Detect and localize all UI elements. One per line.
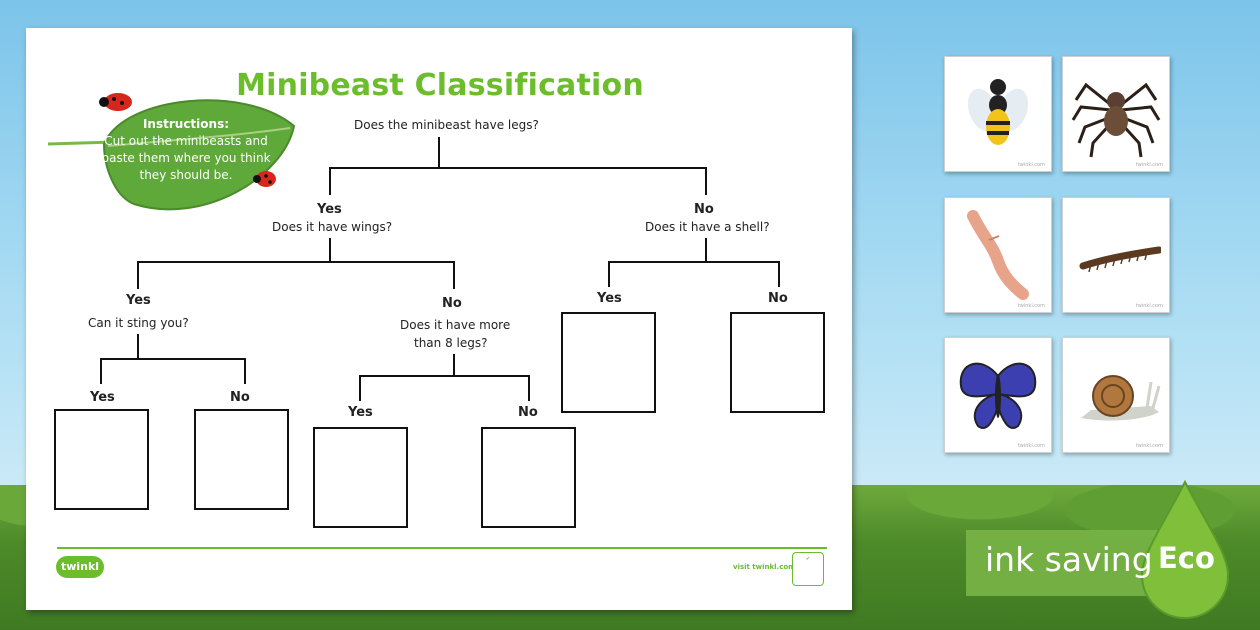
tree-line: [453, 354, 455, 376]
tree-line: [100, 358, 102, 384]
eco-label: Eco: [1158, 541, 1215, 575]
tree-line: [137, 334, 139, 359]
paste-box-sting-yes: [54, 409, 149, 510]
paste-box-sting-no: [194, 409, 289, 510]
spider-icon: [1071, 82, 1161, 158]
wings-yes-label: Yes: [126, 293, 151, 308]
tree-line: [244, 358, 246, 384]
leaf-icon: [47, 99, 296, 211]
card-watermark: twinkl.com: [1135, 303, 1163, 309]
twinkl-logo: twinkl: [56, 556, 104, 578]
snail-icon: [1081, 375, 1161, 421]
tree-line: [528, 375, 530, 401]
sting-yes-label: Yes: [90, 390, 115, 405]
ink-saving-label: ink saving: [985, 540, 1153, 579]
tree-line: [359, 375, 530, 377]
tree-line: [438, 137, 440, 168]
paste-box-eight-yes: [313, 427, 408, 528]
tree-line: [137, 261, 455, 263]
butterfly-icon: [959, 362, 1037, 429]
eight-legs-question-line1: Does it have more: [400, 318, 511, 332]
wings-no-label: No: [442, 296, 462, 311]
drop-icon: [1140, 480, 1230, 620]
card-butterfly[interactable]: twinkl.com: [944, 337, 1052, 453]
eight-legs-no-label: No: [518, 405, 538, 420]
card-watermark: twinkl.com: [1017, 303, 1045, 309]
tree-line: [329, 167, 707, 169]
shell-no-label: No: [768, 291, 788, 306]
paste-box-eight-no: [481, 427, 576, 528]
paste-box-shell-yes: [561, 312, 656, 413]
sting-no-label: No: [230, 390, 250, 405]
tree-line: [359, 375, 361, 401]
shell-question: Does it have a shell?: [645, 220, 770, 234]
eight-legs-question-line2: than 8 legs?: [414, 336, 488, 350]
card-spider[interactable]: twinkl.com: [1062, 56, 1170, 172]
instructions-heading: Instructions:: [142, 117, 230, 131]
tree-line: [329, 167, 331, 195]
tree-line: [705, 238, 707, 262]
tree-line: [705, 167, 707, 195]
legs-yes-label: Yes: [317, 202, 342, 217]
eight-legs-yes-label: Yes: [348, 405, 373, 420]
card-watermark: twinkl.com: [1135, 443, 1163, 449]
centipede-icon: [1079, 246, 1161, 273]
tree-line: [100, 358, 246, 360]
root-question: Does the minibeast have legs?: [354, 118, 539, 132]
shell-yes-label: Yes: [597, 291, 622, 306]
card-centipede[interactable]: twinkl.com: [1062, 197, 1170, 313]
visit-link[interactable]: visit twinkl.com: [733, 563, 796, 571]
footer-divider: [57, 547, 827, 549]
sting-question: Can it sting you?: [88, 316, 189, 330]
tree-line: [453, 261, 455, 289]
instructions-text: Instructions: Cut out the minibeasts and…: [96, 116, 276, 184]
quality-badge-icon: ✔: [792, 552, 824, 586]
worm-icon: [967, 210, 1029, 300]
ladybird-icon: [253, 171, 276, 187]
instructions-body: Cut out the minibeasts and paste them wh…: [101, 134, 271, 182]
page-title: Minibeast Classification: [236, 68, 644, 103]
legs-no-label: No: [694, 202, 714, 217]
card-wasp[interactable]: twinkl.com: [944, 56, 1052, 172]
tree-line: [608, 261, 780, 263]
paste-box-shell-no: [730, 312, 825, 413]
tree-line: [329, 238, 331, 262]
tree-line: [608, 261, 610, 287]
card-snail[interactable]: twinkl.com: [1062, 337, 1170, 453]
card-watermark: twinkl.com: [1017, 162, 1045, 168]
ladybird-icon: [99, 93, 132, 111]
card-watermark: twinkl.com: [1017, 443, 1045, 449]
tree-line: [137, 261, 139, 289]
tree-line: [778, 261, 780, 287]
card-watermark: twinkl.com: [1135, 162, 1163, 168]
wings-question: Does it have wings?: [272, 220, 393, 234]
wasp-icon: [967, 79, 1029, 145]
card-worm[interactable]: twinkl.com: [944, 197, 1052, 313]
